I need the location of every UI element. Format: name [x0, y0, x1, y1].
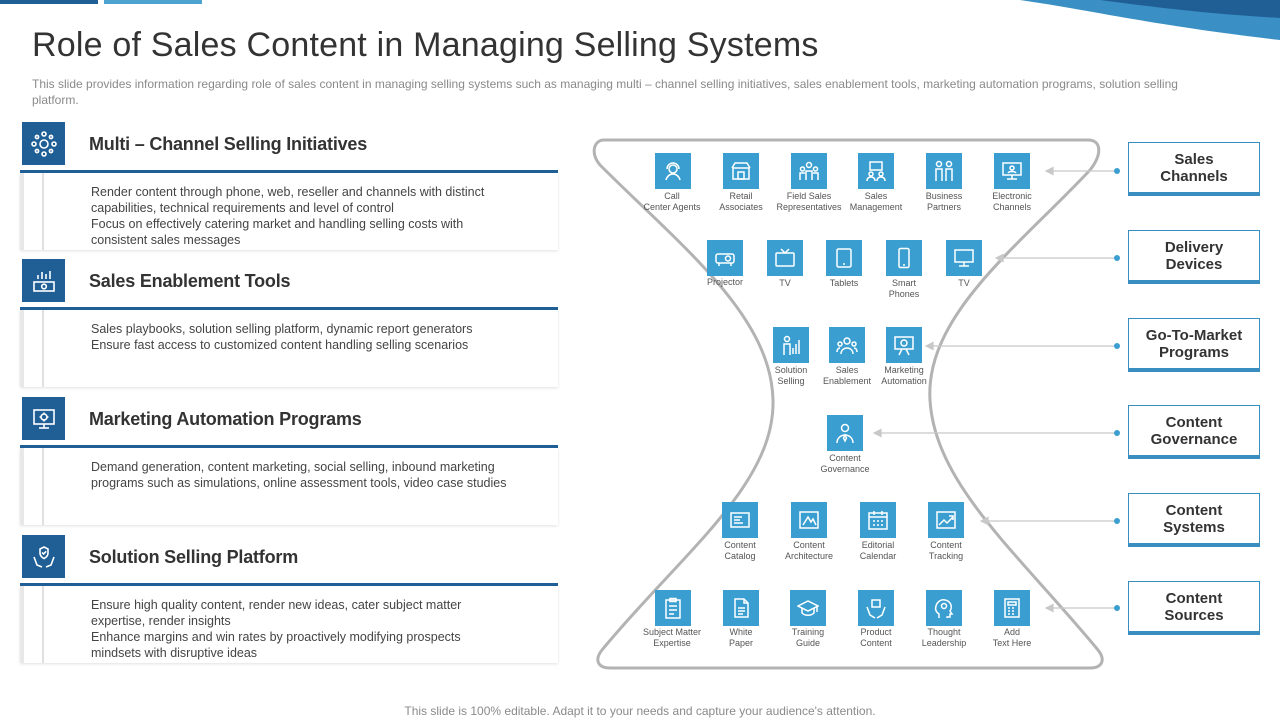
page-title: Role of Sales Content in Managing Sellin…: [32, 26, 819, 64]
section-heading: Marketing Automation Programs: [89, 409, 362, 429]
section-rule: [20, 445, 558, 448]
team-icon: [791, 153, 827, 189]
section-card: [20, 310, 558, 387]
projector-icon: [707, 240, 743, 276]
icon-label: TV: [958, 278, 970, 288]
footer-note: This slide is 100% editable. Adapt it to…: [404, 704, 876, 718]
shop-icon: [723, 153, 759, 189]
section-body: Sales playbooks, solution selling platfo…: [91, 322, 473, 352]
section-body: Render content through phone, web, resel…: [91, 185, 485, 247]
section-heading: Sales Enablement Tools: [89, 271, 291, 291]
catalog-icon: [722, 502, 758, 538]
partners-icon: [926, 153, 962, 189]
section-heading: Solution Selling Platform: [89, 547, 299, 567]
section-rule: [20, 307, 558, 310]
section-marketing-automation: Marketing Automation Programs Demand gen…: [20, 397, 560, 527]
phone-icon: [886, 240, 922, 276]
presentation-icon: [858, 153, 894, 189]
page-subtitle: This slide provides information regardin…: [32, 77, 1178, 107]
section-solution-selling: Solution Selling Platform Ensure high qu…: [20, 535, 560, 665]
monitor-gear-icon: [22, 397, 65, 440]
network-people-icon: [22, 122, 65, 165]
manager-icon: [827, 415, 863, 451]
section-sales-enablement: Sales Enablement Tools Sales playbooks, …: [20, 259, 560, 389]
icon-label: TV: [779, 278, 791, 288]
corner-wave-decoration: [1020, 0, 1280, 40]
calculator-icon: [994, 590, 1030, 626]
head-gear-icon: [926, 590, 962, 626]
tablet-icon: [826, 240, 862, 276]
icon-label: Tablets: [829, 278, 859, 288]
graduation-icon: [790, 590, 826, 626]
monitor-people-icon: [994, 153, 1030, 189]
section-body: Ensure high quality content, render new …: [91, 598, 462, 660]
tracking-icon: [928, 502, 964, 538]
icon-label: Projector: [706, 277, 743, 287]
hands-check-icon: [22, 535, 65, 578]
hourglass-outline: [592, 138, 1104, 670]
money-chart-icon: [22, 259, 65, 302]
section-card: [20, 586, 558, 663]
tv-icon: [767, 240, 803, 276]
monitor-icon: [946, 240, 982, 276]
section-rule: [20, 583, 558, 586]
document-icon: [723, 590, 759, 626]
section-rule: [20, 170, 558, 173]
blueprint-icon: [791, 502, 827, 538]
hands-box-icon: [858, 590, 894, 626]
headset-icon: [655, 153, 691, 189]
calendar-icon: [860, 502, 896, 538]
board-icon: [886, 327, 922, 363]
section-card: [20, 448, 558, 525]
section-card: [20, 173, 558, 250]
group-icon: [829, 327, 865, 363]
person-chart-icon: [773, 327, 809, 363]
top-accent-bar-light: [104, 0, 202, 4]
section-body: Demand generation, content marketing, so…: [91, 460, 507, 490]
section-multi-channel: Multi – Channel Selling Initiatives Rend…: [20, 122, 560, 252]
section-heading: Multi – Channel Selling Initiatives: [89, 134, 368, 154]
clipboard-icon: [655, 590, 691, 626]
top-accent-bar-dark: [0, 0, 98, 4]
